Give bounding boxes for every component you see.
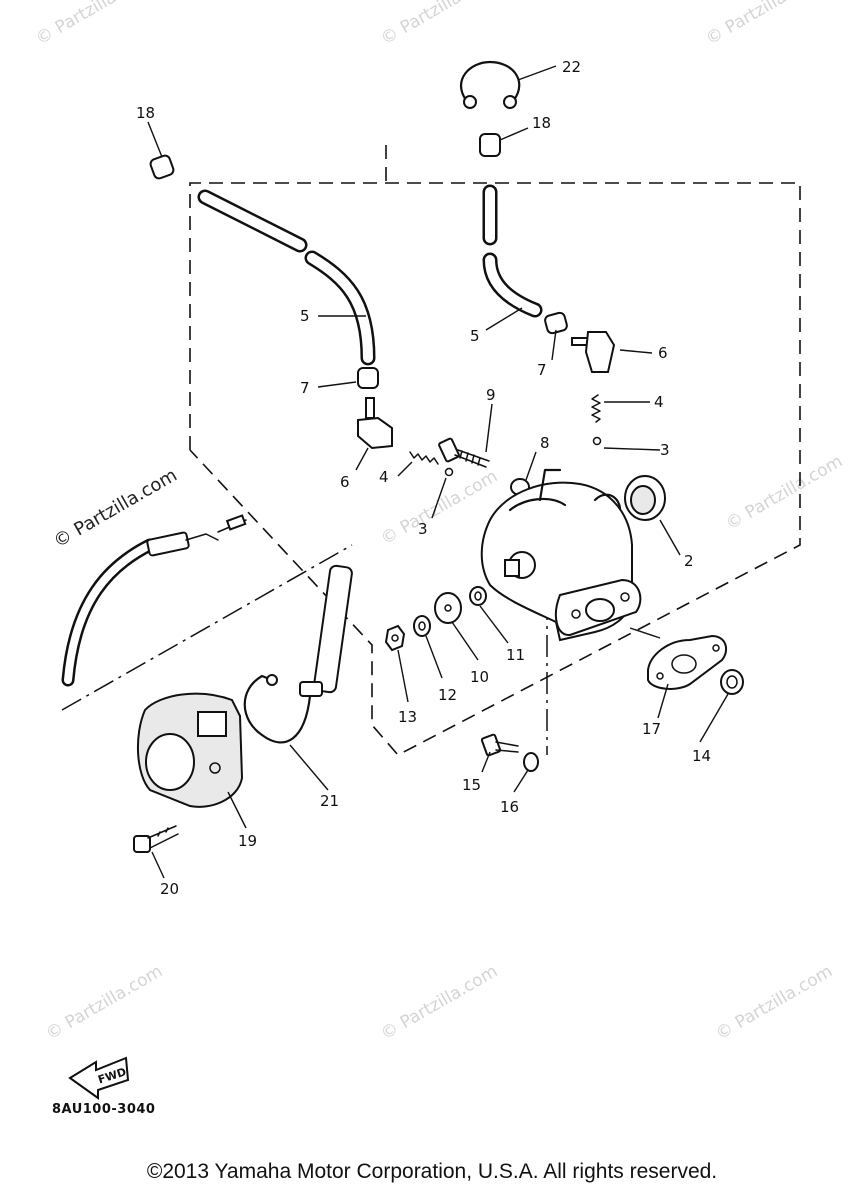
washer-11 [469,586,487,606]
clip-part-left [149,154,175,180]
cable-21 [243,564,353,744]
callout-label: 8 [540,434,550,452]
callout-label: 9 [486,386,496,404]
part-code-label: 8AU100-3040 [52,1102,156,1117]
callout-label: 10 [470,668,489,686]
clip-part-right [479,133,501,157]
callout-label: 7 [537,361,547,379]
oil-pump-body [480,468,642,642]
callout-label: 19 [238,832,257,850]
callout-label: 6 [658,344,668,362]
watermark: © Partzilla.com [33,0,157,49]
watermark: © Partzilla.com [43,961,167,1044]
clip-7-right [544,311,568,335]
callout-label: 13 [398,708,417,726]
callout-label: 6 [340,473,350,491]
oil-seal-2 [624,475,666,521]
watermark: © Partzilla.com [713,961,837,1044]
washer-16 [523,752,539,772]
callout-label: 11 [506,646,525,664]
spring-right [591,394,601,423]
callout-label: 16 [500,798,519,816]
fwd-arrow-icon: FWD [68,1056,130,1100]
callout-label: 5 [300,307,310,325]
callout-label: 4 [379,468,389,486]
clamp-part [459,60,521,109]
leader-lines [147,65,729,879]
callout-label: 21 [320,792,339,810]
callout-label: 18 [136,104,155,122]
callout-label: 18 [532,114,551,132]
callout-label: 20 [160,880,179,898]
lock-washer-12 [413,615,431,637]
bolt-15 [480,733,519,757]
assembly-boundary [61,145,801,757]
pulley-10 [434,592,462,624]
callout-label: 3 [660,441,670,459]
hose-right [482,184,543,318]
callout-label: 15 [462,776,481,794]
throttle-cable [61,514,247,687]
callout-label: 17 [642,720,661,738]
callout-label: 22 [562,58,581,76]
bolt-9 [438,437,490,468]
elbow-fitting-right [571,331,616,373]
ball-right [592,436,602,446]
nut-13 [384,624,406,652]
watermark: © Partzilla.com [378,961,502,1044]
watermark-layer: © Partzilla.com © Partzilla.com © Partzi… [33,0,847,1044]
watermark: © Partzilla.com [723,451,847,534]
callout-label: 5 [470,327,480,345]
callout-label: 4 [654,393,664,411]
cover-19 [136,692,244,808]
o-ring-14 [720,669,744,695]
watermark: © Partzilla.com [378,466,502,549]
callout-label: 12 [438,686,457,704]
ball-left [444,467,454,477]
clip-7-left [357,367,379,389]
elbow-fitting-left [357,397,393,450]
callout-numbers: 22 18 18 5 5 7 7 6 6 9 4 4 3 3 8 2 11 10… [136,58,711,898]
watermark: © Partzilla.com [703,0,827,49]
watermark: © Partzilla.com [378,0,502,49]
gasket-17 [647,634,728,690]
callout-label: 7 [300,379,310,397]
callout-label: 2 [684,552,694,570]
callout-label: 3 [418,520,428,538]
hose-left [197,189,376,366]
bolt-20 [133,825,179,853]
spring-left [409,451,439,465]
callout-label: 14 [692,747,711,765]
copyright-notice: ©2013 Yamaha Motor Corporation, U.S.A. A… [146,1160,718,1183]
